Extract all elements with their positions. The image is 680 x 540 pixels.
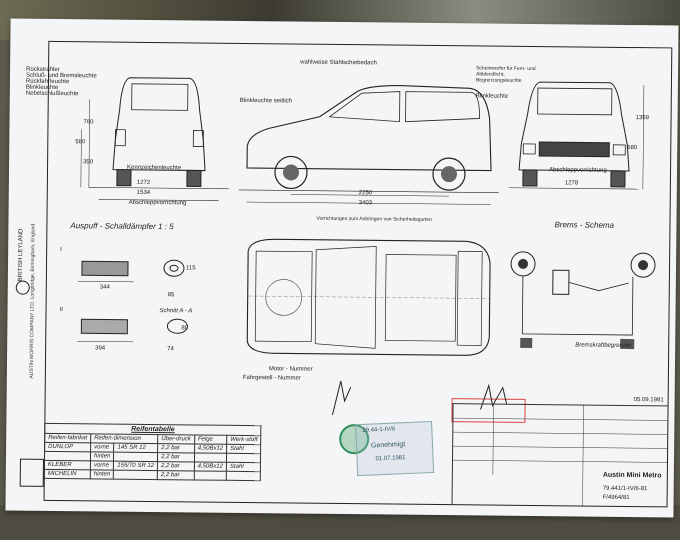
- exhaust-part-1: I: [60, 247, 62, 254]
- exhaust-dim-2: 115: [185, 265, 196, 272]
- british-leyland-badge-icon: [19, 458, 44, 487]
- exhaust-muffler-2: [77, 318, 188, 343]
- rear-tow-label: Abschleppvorrichtung: [128, 199, 187, 207]
- front-track-dim: 1278: [564, 180, 579, 187]
- rear-view-drawing: [80, 77, 229, 202]
- signature-1: [331, 380, 352, 416]
- signature-2: [480, 383, 508, 410]
- tyre-table: Reifentabelle Reifen-fabrikat Reifen-dim…: [44, 423, 262, 481]
- drawing-number-2: F/4964/81: [602, 494, 630, 502]
- rear-dim-h2: 760: [83, 119, 94, 126]
- front-tow-label: Abschleppvorrichtung: [549, 167, 607, 174]
- exhaust-dim-6: 74: [167, 346, 174, 353]
- exhaust-dim-1: 344: [99, 284, 110, 291]
- brake-booster-label: Bremskraftbegrenzer: [575, 342, 632, 350]
- front-dim-h2: 680: [627, 144, 638, 152]
- length-dim: 3403: [358, 200, 373, 207]
- exhaust-dim-4: 394: [95, 345, 106, 352]
- belt-anchor-label: Vorrichtungen zum Anbringen von Sicherhe…: [316, 215, 432, 223]
- rear-dim-h3: 350: [83, 159, 94, 166]
- brakes-title: Brems - Schema: [554, 220, 615, 230]
- brand-strip: BRITISH LEYLAND: [17, 228, 25, 282]
- plan-view-drawing: [246, 238, 491, 356]
- approval-stamp: 29.44-1-IV/6 Genehmigt 01.07.1981: [355, 420, 435, 477]
- front-blinker-label: Blinkleuchte: [475, 93, 509, 100]
- rear-labels: Rückstrahler Schluß- und Bremsleuchte Rü…: [25, 66, 97, 98]
- section-label: Schnitt A - A: [159, 308, 193, 315]
- motor-number-label: Motor - Nummer: [268, 366, 313, 373]
- company-name: AUSTIN MORRIS COMPANY LTD. Longbridge, B…: [28, 223, 37, 379]
- title-block: 05.09.1981 Austin Mini Metro 79.441/1-IV…: [451, 397, 668, 507]
- side-view-drawing: [238, 85, 499, 205]
- rear-dim-h1: 580: [75, 139, 86, 146]
- front-dim-h1: 1359: [635, 115, 649, 122]
- front-view-drawing: [508, 81, 645, 190]
- chassis-number-label: Fahrgestell - Nummer: [242, 374, 301, 382]
- blueprint-sheet: BRITISH LEYLAND AUSTIN MORRIS COMPANY LT…: [5, 18, 679, 518]
- exhaust-dim-5: 80: [181, 325, 189, 332]
- exhaust-muffler-1: [77, 259, 185, 283]
- exhaust-title: Auspuff - Schalldämpfer 1 : 5: [70, 221, 174, 232]
- exhaust-part-2: II: [59, 307, 63, 314]
- exhaust-dim-3: 85: [167, 292, 175, 299]
- rear-width-2: 1534: [136, 189, 151, 196]
- title-date: 05.09.1981: [633, 397, 664, 404]
- drawing-number-1: 79.441/1-IV/6-81: [602, 485, 648, 493]
- rear-width-1: 1272: [136, 179, 151, 186]
- brake-schema-drawing: [510, 251, 656, 350]
- sunroof-label: wahlweise Stahlschiebedach: [300, 59, 377, 67]
- wheelbase-dim: 2250: [358, 190, 373, 197]
- plate-lamp-label: Kennzeichenleuchte: [127, 164, 182, 172]
- leyland-logo-icon: [15, 280, 30, 295]
- model-name: Austin Mini Metro: [602, 471, 662, 480]
